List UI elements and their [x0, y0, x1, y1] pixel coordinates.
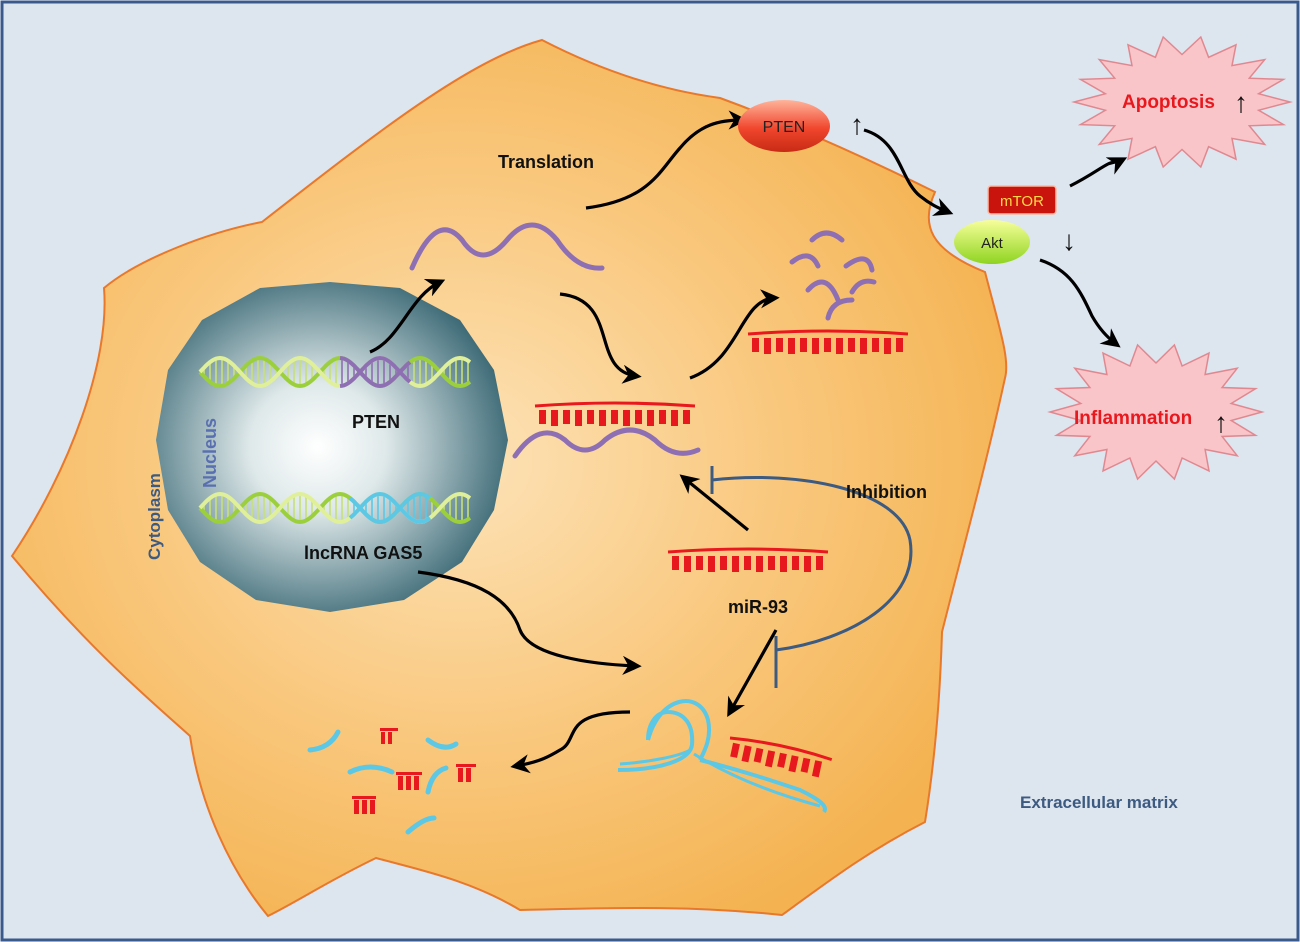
akt-label: Akt [981, 235, 1004, 252]
mtor-label: mTOR [1000, 193, 1044, 210]
mrna-strand-icon [512, 427, 701, 459]
degraded-mrna-fragments [789, 230, 877, 321]
inhibition-bar-icon [710, 466, 913, 688]
pten-level-indicator: ↑ [850, 109, 864, 140]
apoptosis-direction: ↑ [1234, 87, 1248, 118]
cell-body [10, 38, 1008, 918]
nucleus-label: Nucleus [200, 418, 220, 488]
pten-protein-label: PTEN [763, 119, 806, 136]
burst-icon [1047, 343, 1265, 481]
mirna-comb-icon [729, 736, 833, 778]
cytoplasm-label: Cytoplasm [145, 473, 164, 560]
burst-icon [1071, 35, 1293, 169]
akt-protein [954, 220, 1030, 264]
dna-helix-icon [198, 491, 472, 525]
mirna-label: miR-93 [728, 597, 788, 617]
mtor-akt-level-indicator: ↓ [1062, 225, 1076, 256]
mirna-comb-icon [534, 401, 696, 426]
extracellular-matrix-label: Extracellular matrix [1020, 793, 1178, 812]
lncrna-gene-label: lncRNA GAS5 [304, 543, 422, 563]
mirna-mrna-duplex [512, 401, 701, 459]
pten-protein [738, 100, 830, 152]
inhibition-label: Inhibition [846, 482, 927, 502]
degraded-fragments [307, 728, 476, 835]
mrna-strand-icon [409, 222, 605, 271]
inflammation-direction: ↑ [1214, 407, 1228, 438]
dna-helix-icon [198, 355, 472, 389]
inflammation-label: Inflammation [1074, 408, 1192, 429]
mirna-comb-icon [747, 329, 909, 354]
lncrna-hairpin-icon [617, 699, 827, 814]
apoptosis-label: Apoptosis [1122, 92, 1215, 113]
mtor-protein [987, 185, 1057, 215]
arrow-icon [369, 110, 1128, 774]
mirna-comb-icon [667, 547, 829, 572]
translation-label: Translation [498, 152, 594, 172]
pten-gene-label: PTEN [352, 412, 400, 432]
